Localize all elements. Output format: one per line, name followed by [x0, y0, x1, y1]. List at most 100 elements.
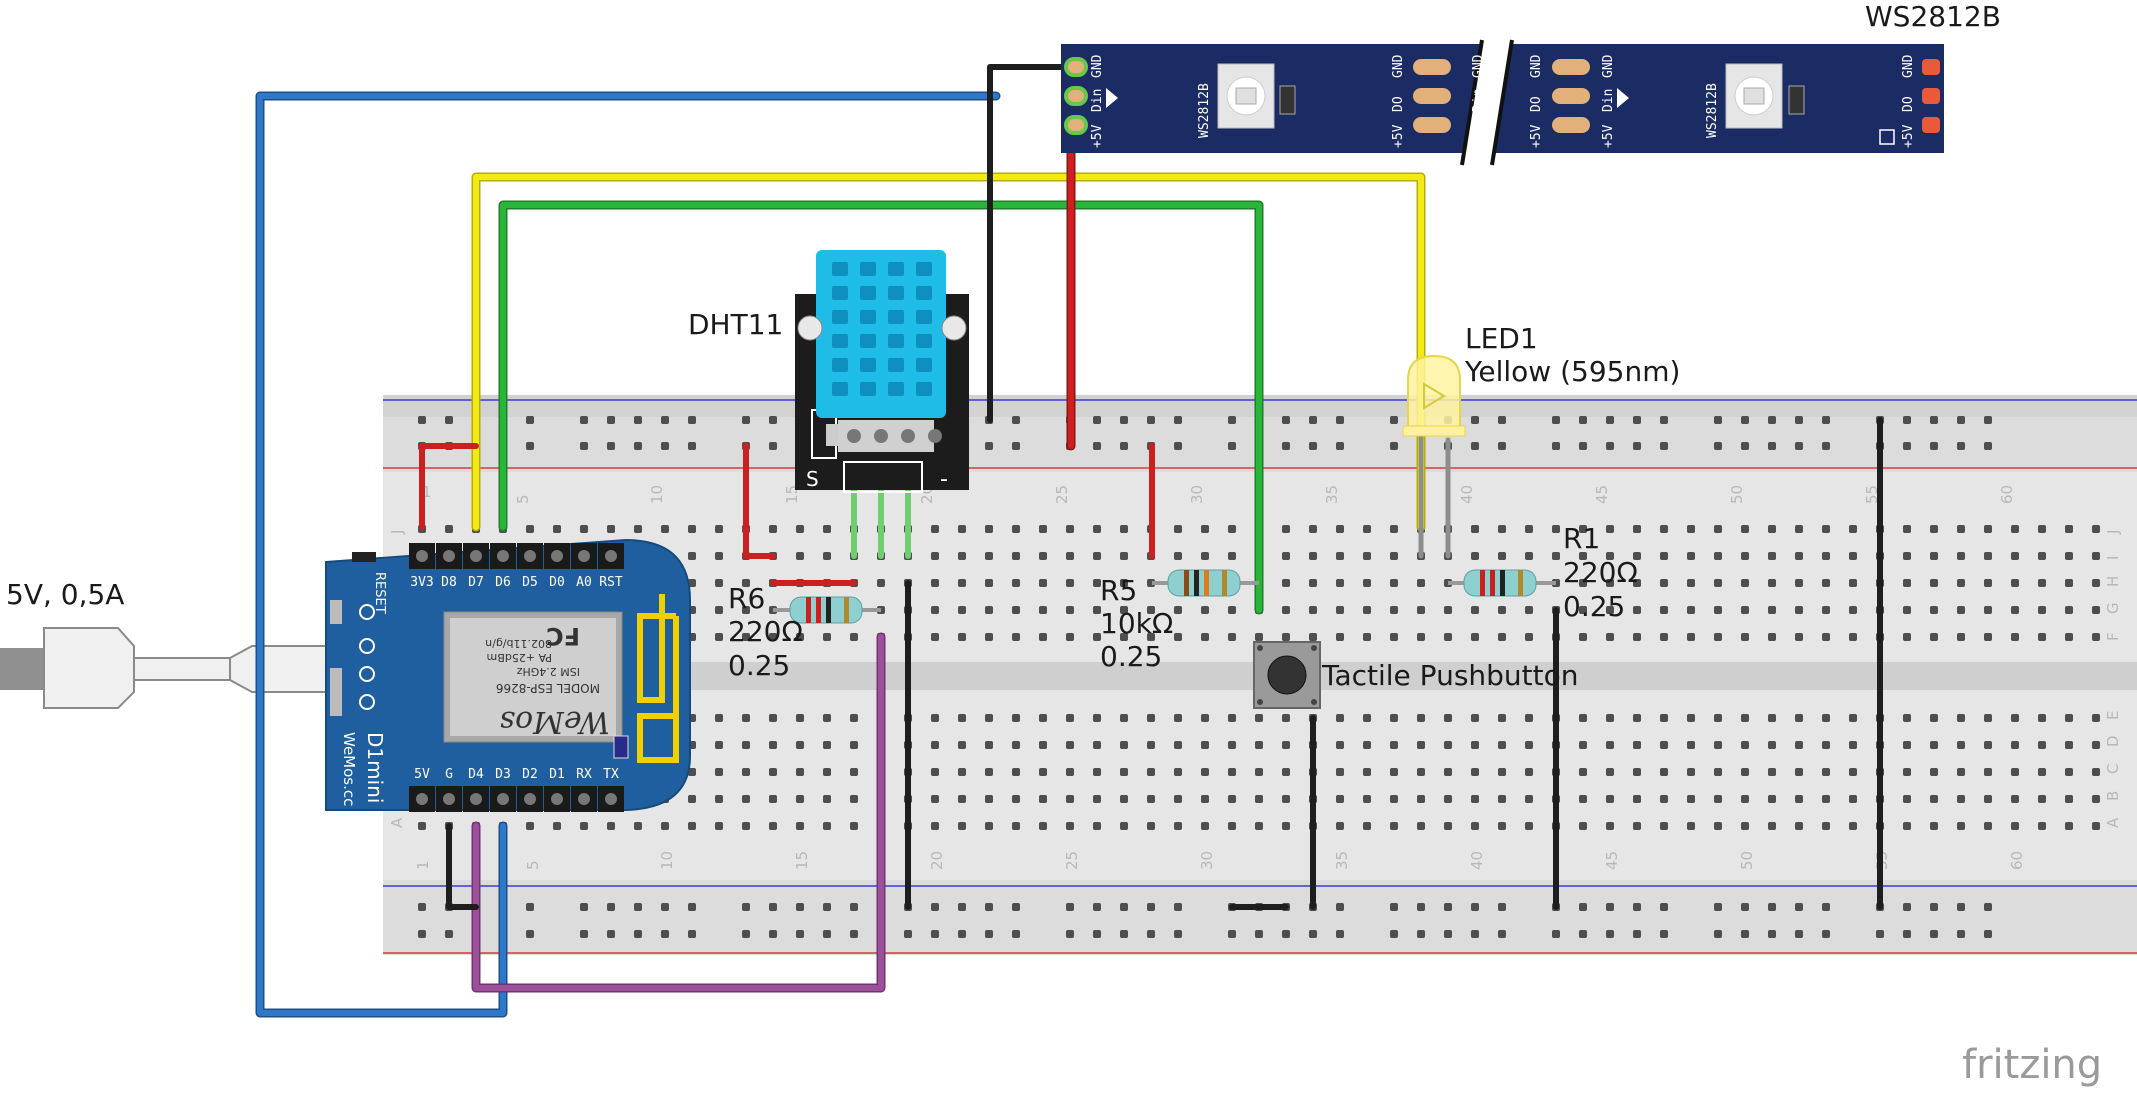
bb-hole — [1633, 552, 1641, 560]
rail-hole — [1579, 930, 1587, 938]
rail-hole — [1309, 930, 1317, 938]
strip-pad — [1413, 88, 1451, 104]
rail-hole — [1930, 416, 1938, 424]
bb-hole — [1390, 633, 1398, 641]
bb-hole — [1417, 579, 1425, 587]
rail-hole — [1552, 930, 1560, 938]
bb-hole — [1741, 768, 1749, 776]
bb-hole — [1174, 525, 1182, 533]
bb-hole — [2011, 525, 2019, 533]
bb-hole — [1039, 552, 1047, 560]
bb-hole — [1687, 579, 1695, 587]
strip-pad-gnd[interactable] — [1064, 57, 1088, 77]
bb-hole — [1228, 714, 1236, 722]
d1mini-reset-button[interactable] — [352, 552, 376, 562]
bb-hole — [1768, 795, 1776, 803]
d1mini-brand: WeMos.cc — [340, 732, 358, 806]
wire-red-3v3-rail[interactable] — [419, 443, 479, 530]
bb-hole — [1795, 822, 1803, 830]
strip-pad-din[interactable] — [1064, 86, 1088, 106]
bb-hole — [1660, 552, 1668, 560]
dht11-sensor[interactable]: S - — [795, 250, 969, 493]
rail-hole — [1606, 442, 1614, 450]
bb-hole — [2038, 768, 2046, 776]
pushbutton-cap[interactable] — [1267, 655, 1307, 695]
bb-hole — [1606, 579, 1614, 587]
bb-hole — [1606, 525, 1614, 533]
bb-hole — [1201, 741, 1209, 749]
usb-cable[interactable] — [0, 627, 341, 709]
resistor-r5[interactable] — [1152, 569, 1259, 597]
d1mini-pin-label: D4 — [468, 767, 484, 782]
rail-hole — [580, 903, 588, 911]
bb-hole — [823, 552, 831, 560]
wire-black-strip-gnd[interactable] — [987, 64, 1068, 423]
bb-hole — [1795, 606, 1803, 614]
rail-hole — [1471, 930, 1479, 938]
wire-red-rail-r6[interactable] — [743, 443, 776, 559]
dht-vent — [832, 334, 848, 348]
bb-hole — [1525, 714, 1533, 722]
bb-hole — [2011, 579, 2019, 587]
bb-hole — [1417, 633, 1425, 641]
wire-green-d6-button[interactable] — [500, 202, 1262, 613]
rail-hole — [1012, 416, 1020, 424]
bb-hole — [1093, 579, 1101, 587]
bb-hole — [1768, 822, 1776, 830]
d1mini-pin-label: D6 — [495, 575, 511, 590]
wire-yellow-d7-led[interactable] — [473, 174, 1424, 530]
strip-pad-5v[interactable] — [1064, 115, 1088, 135]
bb-hole — [1390, 768, 1398, 776]
bb-hole — [1498, 795, 1506, 803]
bb-hole — [1120, 822, 1128, 830]
bb-hole — [1579, 741, 1587, 749]
bb-hole — [1930, 579, 1938, 587]
d1mini-name: D1mini — [363, 732, 387, 803]
tactile-pushbutton[interactable] — [1253, 641, 1321, 709]
bb-hole — [1741, 525, 1749, 533]
row-letter: I — [2104, 556, 2122, 560]
rail-hole — [661, 903, 669, 911]
rail-hole — [1714, 930, 1722, 938]
bb-hole — [1174, 606, 1182, 614]
rail-hole — [1957, 930, 1965, 938]
rail-hole — [985, 930, 993, 938]
bb-hole — [958, 714, 966, 722]
led1[interactable] — [1402, 354, 1466, 437]
r5-power: 0.25 — [1100, 640, 1162, 673]
col-number: 30 — [1188, 485, 1206, 504]
rail-hole — [1660, 903, 1668, 911]
resistor-r1[interactable] — [1448, 569, 1556, 597]
bb-hole — [1984, 552, 1992, 560]
strip-pin-label: Din — [1601, 89, 1616, 112]
bb-hole — [1066, 525, 1074, 533]
bb-hole — [1120, 768, 1128, 776]
bb-hole — [742, 714, 750, 722]
rail-hole — [1633, 930, 1641, 938]
strip-chip-label: WS2812B — [1705, 83, 1720, 138]
rail-hole — [1066, 903, 1074, 911]
bb-hole — [1471, 741, 1479, 749]
bb-hole — [1444, 768, 1452, 776]
wire-blue-5v[interactable] — [257, 93, 999, 1016]
bb-hole — [742, 768, 750, 776]
bb-hole — [796, 795, 804, 803]
rail-hole — [1282, 416, 1290, 424]
rail-hole — [931, 903, 939, 911]
bb-hole — [1282, 633, 1290, 641]
bb-hole — [1930, 606, 1938, 614]
wire-black-g-rail[interactable] — [446, 823, 479, 910]
bb-hole — [1714, 741, 1722, 749]
bb-hole — [1012, 822, 1020, 830]
bb-hole — [985, 714, 993, 722]
bb-hole — [1336, 633, 1344, 641]
bb-hole — [1903, 795, 1911, 803]
bb-hole — [1174, 795, 1182, 803]
wemos-d1-mini[interactable]: RESET D1mini WeMos.cc FC 802.11b/g/n PA … — [325, 538, 691, 812]
r1-power: 0.25 — [1563, 590, 1625, 623]
rail-hole — [1147, 416, 1155, 424]
rail-hole — [985, 442, 993, 450]
bb-hole — [2038, 795, 2046, 803]
bb-hole — [1849, 768, 1857, 776]
resistor-r6[interactable] — [773, 596, 881, 624]
